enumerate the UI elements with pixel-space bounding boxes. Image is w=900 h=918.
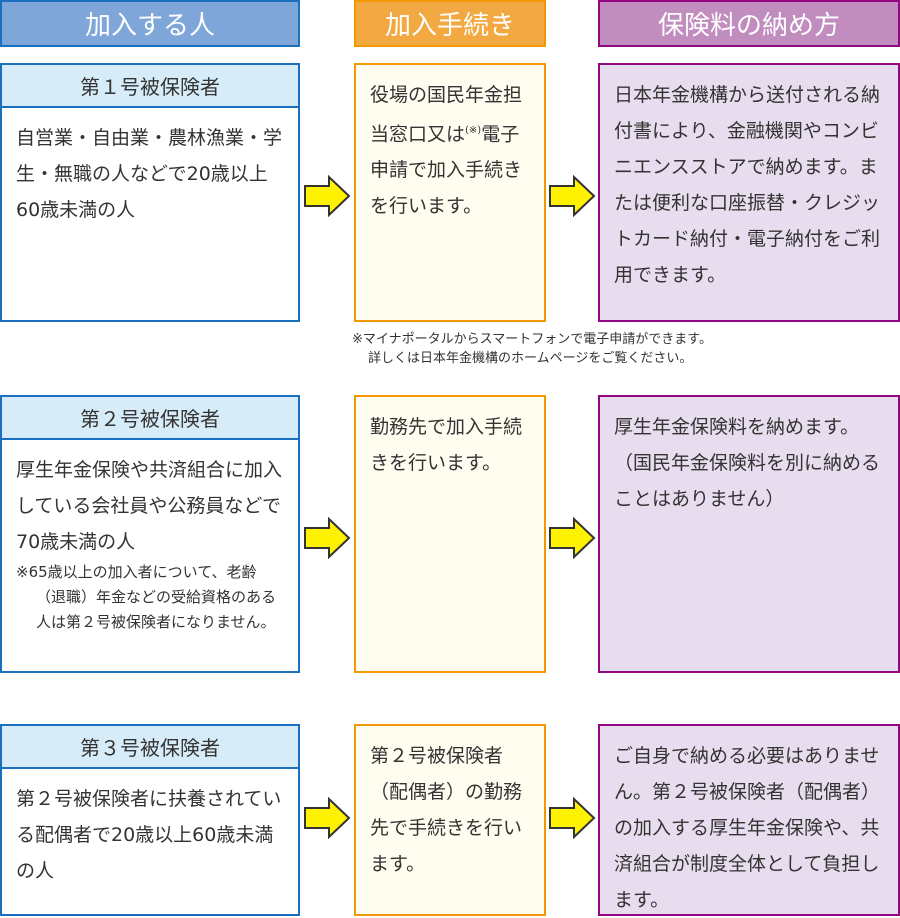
header-who: 加入する人 bbox=[0, 0, 300, 47]
who-text: 自営業・自由業・農林漁業・学生・無職の人などで20歳以上60歳未満の人 bbox=[16, 127, 283, 221]
footnote-mark: (※) bbox=[465, 125, 482, 136]
who-box-1: 第１号被保険者 自営業・自由業・農林漁業・学生・無職の人などで20歳以上60歳未… bbox=[0, 63, 300, 322]
who-box-2: 第２号被保険者 厚生年金保険や共済組合に加入している会社員や公務員などで70歳未… bbox=[0, 395, 300, 673]
footnote-line-2: 詳しくは日本年金機構のホームページをご覧ください。 bbox=[368, 351, 693, 366]
who-box-3: 第３号被保険者 第２号被保険者に扶養されている配偶者で20歳以上60歳未満の人 bbox=[0, 724, 300, 916]
arrow-right-icon bbox=[303, 797, 351, 839]
payment-box-1: 日本年金機構から送付される納付書により、金融機関やコンビニエンスストアで納めます… bbox=[598, 63, 900, 322]
procedure-box-2: 勤務先で加入手続きを行います。 bbox=[354, 395, 546, 673]
who-text: 第２号被保険者に扶養されている配偶者で20歳以上60歳未満の人 bbox=[16, 788, 282, 882]
arrow-right-icon bbox=[303, 175, 351, 217]
procedure-text-rest: 電子申請で加入手続きを行います。 bbox=[370, 123, 523, 218]
procedure-text: 役場の国民年金担当窓口又は bbox=[370, 84, 523, 146]
footnote-line-1: ※マイナポータルからスマートフォンで電子申請ができます。 bbox=[352, 332, 712, 347]
procedure-box-3: 第２号被保険者（配偶者）の勤務先で手続きを行います。 bbox=[354, 724, 546, 916]
arrow-right-icon bbox=[548, 797, 596, 839]
footnote: ※マイナポータルからスマートフォンで電子申請ができます。 詳しくは日本年金機構の… bbox=[352, 330, 712, 368]
category-title: 第１号被保険者 bbox=[2, 65, 298, 108]
arrow-right-icon bbox=[303, 517, 351, 559]
category-title: 第３号被保険者 bbox=[2, 726, 298, 769]
arrow-right-icon bbox=[548, 517, 596, 559]
procedure-box-1: 役場の国民年金担当窓口又は(※)電子申請で加入手続きを行います。 bbox=[354, 63, 546, 322]
header-payment: 保険料の納め方 bbox=[598, 0, 900, 47]
payment-box-2: 厚生年金保険料を納めます。（国民年金保険料を別に納めることはありません） bbox=[598, 395, 900, 673]
category-title: 第２号被保険者 bbox=[2, 397, 298, 440]
header-procedure: 加入手続き bbox=[354, 0, 546, 47]
who-text: 厚生年金保険や共済組合に加入している会社員や公務員などで70歳未満の人 bbox=[16, 459, 283, 553]
payment-box-3: ご自身で納める必要はありません。第２号被保険者（配偶者）の加入する厚生年金保険や… bbox=[598, 724, 900, 916]
arrow-right-icon bbox=[548, 175, 596, 217]
who-note: ※65歳以上の加入者について、老齢（退職）年金などの受給資格のある人は第２号被保… bbox=[16, 563, 277, 631]
